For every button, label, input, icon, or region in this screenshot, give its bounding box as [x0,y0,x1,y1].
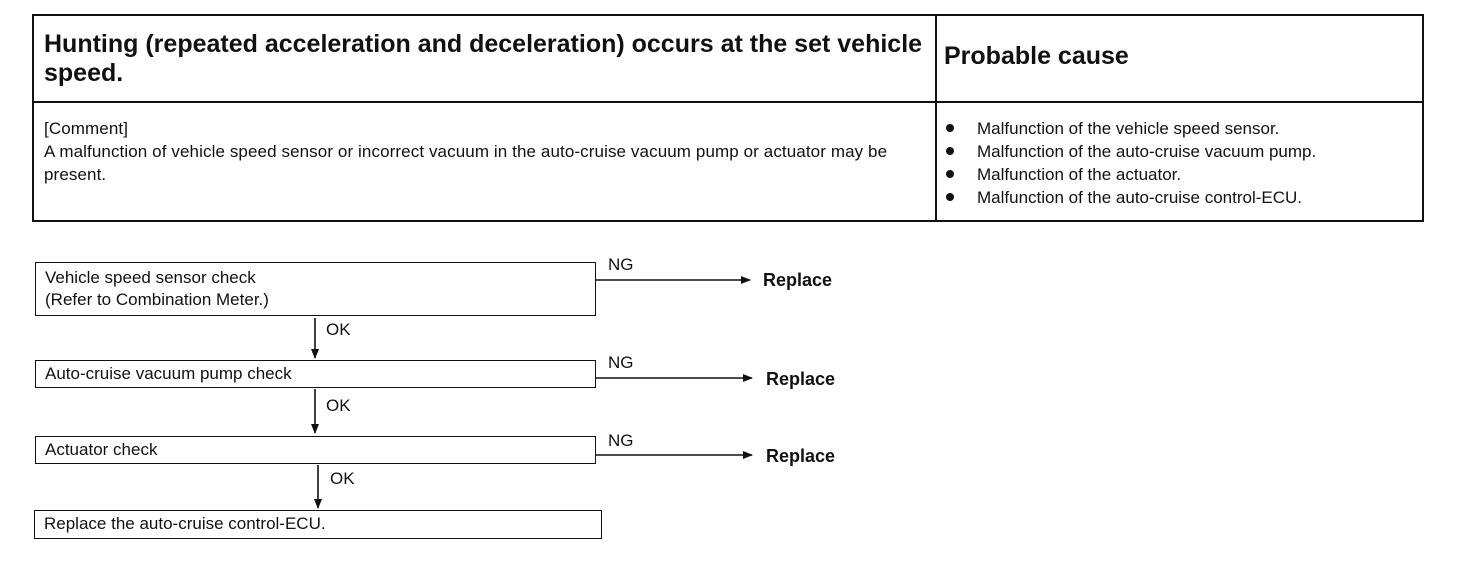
ng-label: NG [608,255,634,274]
cause-item: Malfunction of the actuator. [944,163,1316,186]
replace-label: Replace [766,446,836,466]
bullet-icon [946,193,954,201]
cause-item: Malfunction of the auto-cruise control-E… [944,186,1316,209]
comment-text: A malfunction of vehicle speed sensor or… [44,142,888,184]
cause-item: Malfunction of the auto-cruise vacuum pu… [944,140,1316,163]
trouble-table [32,14,1424,222]
table-row-divider [32,101,1424,103]
bullet-icon [946,147,954,155]
probable-cause-heading: Probable cause [944,42,1129,70]
comment-heading: [Comment] [44,119,129,138]
bullet-icon [946,124,954,132]
ng-label: NG [608,431,634,450]
ng-label: NG [608,353,634,372]
step-replace-ecu: Replace the auto-cruise control-ECU. [34,510,602,539]
replace-label: Replace [766,369,836,389]
comment-block: [Comment] A malfunction of vehicle speed… [44,117,929,186]
step-vacuum-pump-check: Auto-cruise vacuum pump check [35,360,596,388]
ok-label: OK [326,396,351,415]
cause-item: Malfunction of the vehicle speed sensor. [944,117,1316,140]
ok-label: OK [326,320,351,339]
bullet-icon [946,170,954,178]
ok-label: OK [330,469,355,488]
step-actuator-check: Actuator check [35,436,596,464]
table-column-divider [935,14,937,222]
replace-label: Replace [763,270,833,290]
step-vehicle-speed-sensor-check: Vehicle speed sensor check (Refer to Com… [35,262,596,316]
probable-cause-list: Malfunction of the vehicle speed sensor.… [944,117,1316,209]
symptom-title: Hunting (repeated acceleration and decel… [44,30,923,87]
